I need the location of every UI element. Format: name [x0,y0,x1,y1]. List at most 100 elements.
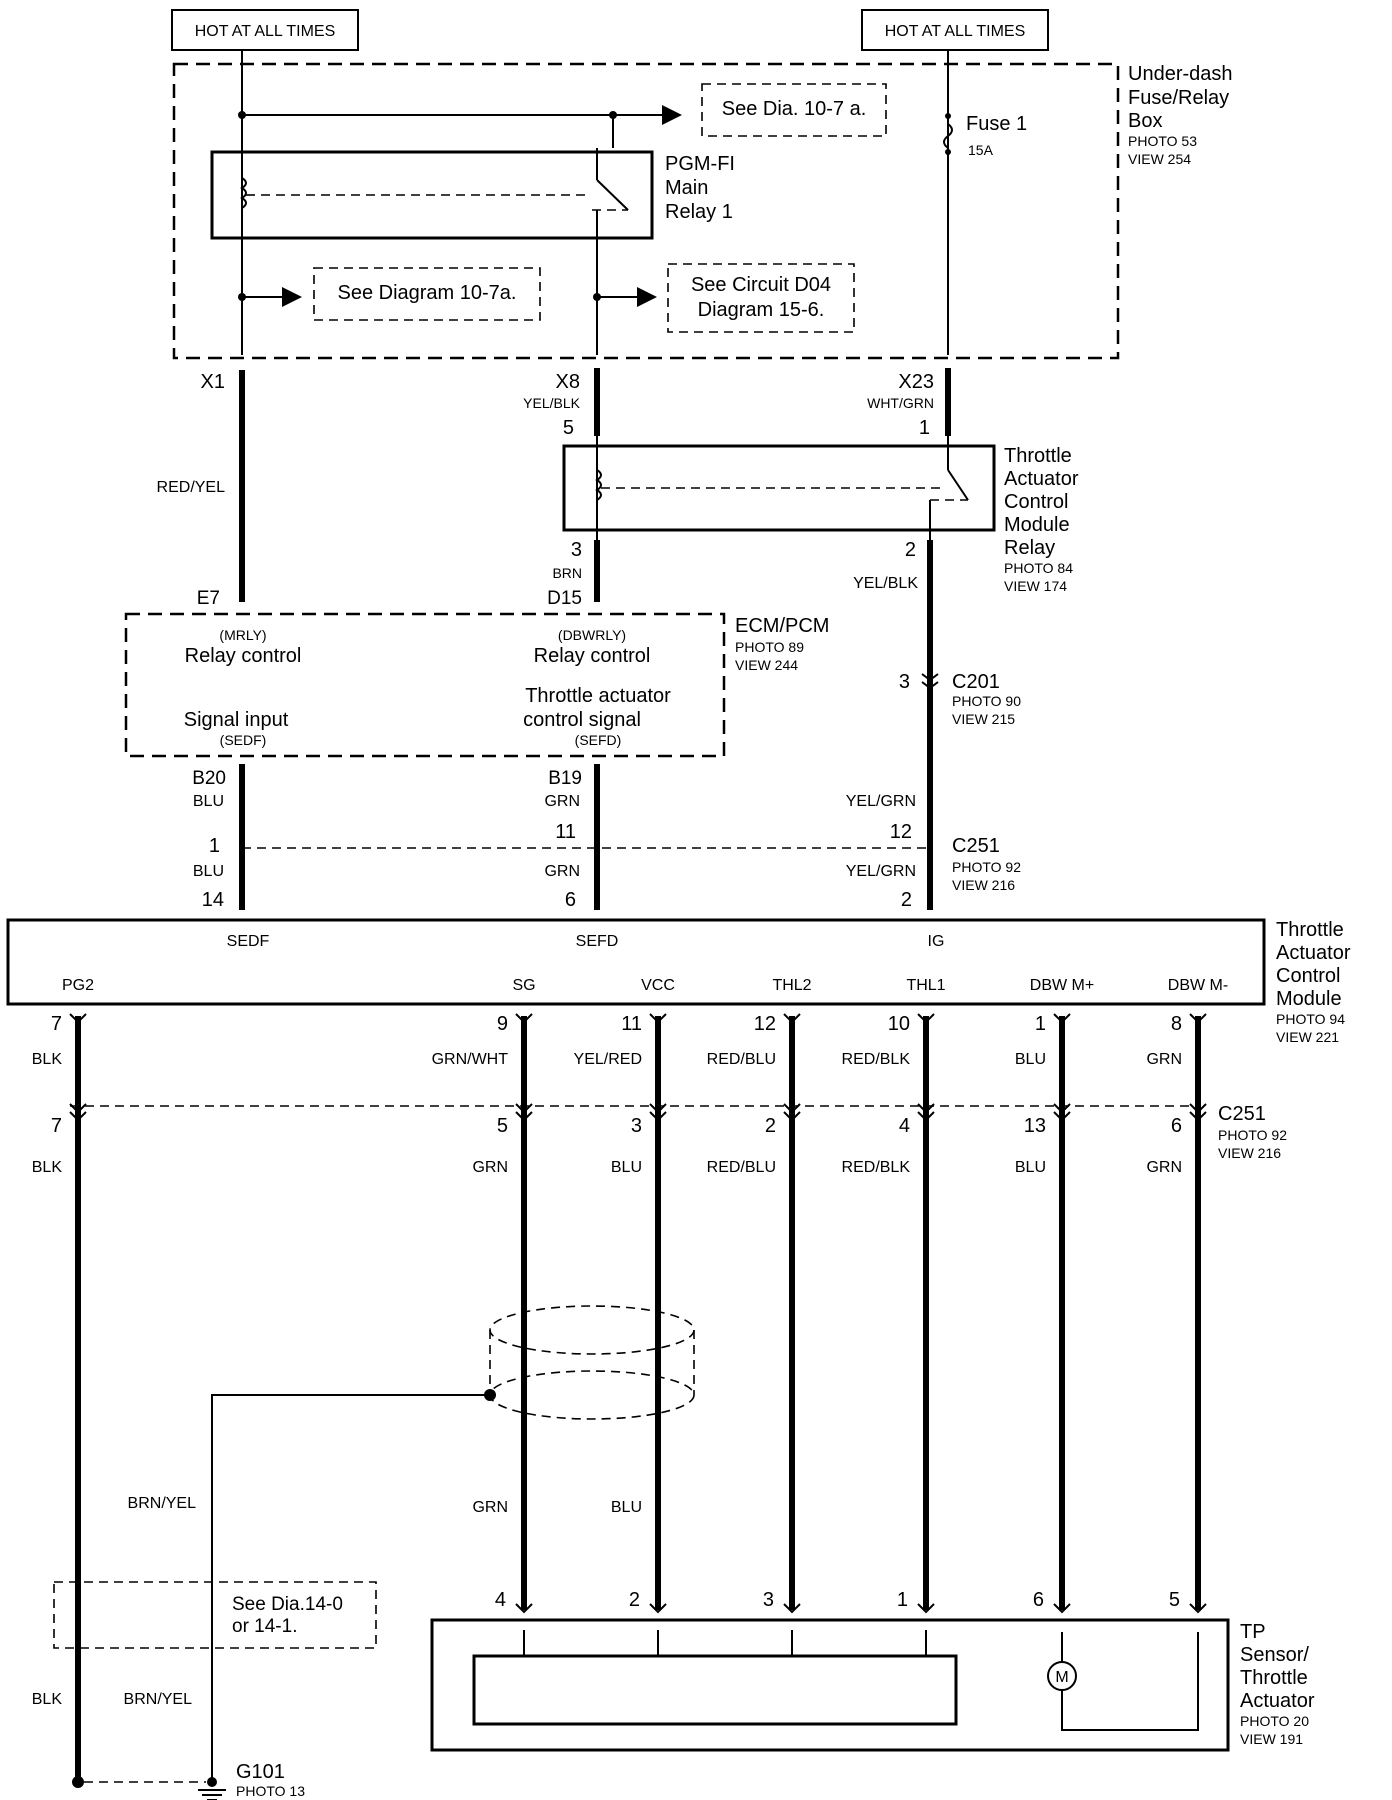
fuse-relay-box-label: Under-dash Fuse/Relay Box PHOTO 53 VIEW … [1128,63,1233,167]
wire-color-top: RED/BLK [842,1051,911,1068]
svg-text:YEL/GRN: YEL/GRN [846,863,916,880]
svg-text:VIEW 174: VIEW 174 [1004,578,1067,594]
svg-text:BLU: BLU [193,793,224,810]
svg-text:6: 6 [1033,1589,1044,1611]
svg-text:HOT AT ALL TIMES: HOT AT ALL TIMES [885,23,1026,40]
svg-text:Box: Box [1128,110,1162,132]
wire-color-bottom: BLU [611,1159,642,1176]
svg-text:Control: Control [1004,491,1068,513]
wire-color-top: BLK [32,1051,63,1068]
svg-text:G101: G101 [236,1761,285,1783]
svg-text:VIEW 216: VIEW 216 [1218,1145,1281,1161]
svg-text:PHOTO 13: PHOTO 13 [236,1783,305,1799]
connector-x23-color: WHT/GRN [867,395,934,411]
c251-upper-label: C251 PHOTO 92 VIEW 216 [952,835,1021,893]
pin-top: 1 [1035,1013,1046,1035]
pin-c251: 6 [1171,1115,1182,1137]
connector-x23-pin: 1 [919,417,930,439]
svg-text:Relay control: Relay control [185,645,302,667]
pin-top: 11 [621,1013,642,1035]
svg-text:Actuator: Actuator [1240,1690,1315,1712]
svg-text:C251: C251 [1218,1103,1266,1125]
svg-text:See Dia.14-0: See Dia.14-0 [232,1594,343,1615]
svg-text:ECM/PCM: ECM/PCM [735,615,829,637]
svg-text:Under-dash: Under-dash [1128,63,1233,85]
connector-x8-pin: 5 [563,417,574,439]
svg-text:6: 6 [565,889,576,911]
fuse-label: Fuse 1 [966,113,1027,135]
ecm-pcm-label: ECM/PCM PHOTO 89 VIEW 244 [735,615,829,673]
svg-text:2: 2 [905,539,916,561]
pin-top: 9 [497,1013,508,1035]
tp-sensor-label: TP Sensor/ Throttle Actuator PHOTO 20 VI… [1240,1621,1315,1747]
pin-c251: 7 [51,1115,62,1137]
svg-text:Control: Control [1276,965,1340,987]
see-dia-14-0: See Dia.14-0 or 14-1. [53,1581,377,1649]
wire-color-bottom: GRN [472,1159,508,1176]
svg-text:PHOTO 94: PHOTO 94 [1276,1011,1345,1027]
svg-text:THL2: THL2 [772,977,811,994]
pin-top: 8 [1171,1013,1182,1035]
svg-text:Main: Main [665,177,708,199]
svg-text:12: 12 [890,821,912,843]
svg-text:Signal input: Signal input [184,709,289,731]
svg-text:2: 2 [629,1589,640,1611]
wire-color-bottom: GRN [1146,1159,1182,1176]
svg-text:Relay control: Relay control [534,645,651,667]
connector-x8-color: YEL/BLK [523,395,580,411]
g101-label: G101 PHOTO 13 [236,1761,305,1799]
pin-c251: 3 [631,1115,642,1137]
svg-text:Throttle actuator: Throttle actuator [525,685,671,707]
svg-text:See Circuit D04: See Circuit D04 [691,274,831,296]
tacm-relay: Throttle Actuator Control Module Relay P… [562,436,1079,594]
tp-sensor-pin: 5 [1169,1589,1207,1614]
svg-text:control signal: control signal [523,709,641,731]
svg-text:VIEW 254: VIEW 254 [1128,151,1191,167]
svg-text:PHOTO 84: PHOTO 84 [1004,560,1073,576]
wire-color-top: BLU [1015,1051,1046,1068]
svg-text:PHOTO 92: PHOTO 92 [952,859,1021,875]
svg-text:(SEDF): (SEDF) [220,732,267,748]
svg-text:PG2: PG2 [62,977,94,994]
svg-text:Throttle: Throttle [1276,919,1344,941]
svg-text:Sensor/: Sensor/ [1240,1644,1309,1666]
svg-text:PHOTO 92: PHOTO 92 [1218,1127,1287,1143]
pin-c251: 2 [765,1115,776,1137]
svg-text:BLU: BLU [611,1499,642,1516]
svg-text:DBW M+: DBW M+ [1030,977,1094,994]
svg-text:YEL/GRN: YEL/GRN [846,793,916,810]
connector-x1: X1 [201,371,225,393]
svg-text:Throttle: Throttle [1240,1667,1308,1689]
c201-label: C201 PHOTO 90 VIEW 215 [952,671,1021,727]
svg-text:D15: D15 [547,588,582,609]
see-circuit-d04: See Circuit D04 Diagram 15-6. [667,263,855,333]
svg-text:5: 5 [1169,1589,1180,1611]
svg-text:PHOTO 53: PHOTO 53 [1128,133,1197,149]
shield-icon [489,1305,695,1420]
svg-text:1: 1 [209,835,220,857]
svg-text:11: 11 [555,821,576,843]
svg-text:4: 4 [495,1589,506,1611]
ground-icon [198,1777,226,1800]
svg-text:Throttle: Throttle [1004,445,1072,467]
wire-color-bottom: BLU [1015,1159,1046,1176]
pin-c251: 4 [899,1115,910,1137]
svg-text:Actuator: Actuator [1276,942,1351,964]
throttle-actuator-control-module: SEDF SEFD IG PG2 SG VCC THL2 THL1 DBW M+… [6,918,1266,1006]
svg-text:14: 14 [202,889,224,911]
connector-x8: X8 [556,371,580,393]
lower-wires: 7BLK7BLK9GRN/WHT5GRN11YEL/RED3BLU12RED/B… [32,1013,1207,1782]
svg-text:SEDF: SEDF [227,933,270,950]
svg-text:TP: TP [1240,1621,1266,1643]
svg-text:VIEW 215: VIEW 215 [952,711,1015,727]
svg-text:C251: C251 [952,835,1000,857]
ecm-pcm-box: (MRLY) Relay control (DBWRLY) Relay cont… [124,612,726,758]
svg-text:PGM-FI: PGM-FI [665,153,735,175]
svg-text:B20: B20 [192,768,226,789]
svg-text:Relay: Relay [1004,537,1055,559]
